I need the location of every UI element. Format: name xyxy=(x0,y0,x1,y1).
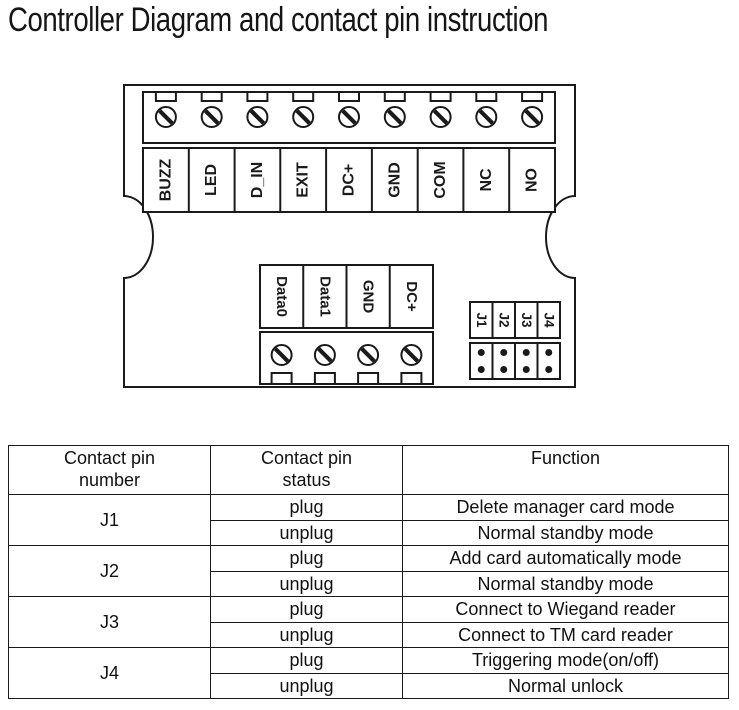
reader-terminal-labels: Data0 Data1 GND DC+ xyxy=(259,264,434,329)
screw-terminal-icons xyxy=(154,106,544,128)
header-pin-status: Contact pin status xyxy=(210,445,403,495)
terminal-label-d-in: D_IN xyxy=(249,162,266,198)
wire-slots xyxy=(154,91,544,102)
pin-cell-j2: J2 xyxy=(8,545,211,597)
table-row: J1 plug Delete manager card mode xyxy=(8,494,729,546)
status-cell: plug xyxy=(210,545,403,572)
function-cell: Normal standby mode xyxy=(402,519,729,546)
top-screw-strip xyxy=(142,91,556,144)
contact-pin-table: Contact pin number Contact pin status Fu… xyxy=(8,445,729,699)
terminal-label-com: COM xyxy=(432,161,449,198)
jumper-label-j3: J3 xyxy=(519,312,534,328)
status-cell: plug xyxy=(210,596,403,623)
terminal-label-buzz: BUZZ xyxy=(157,158,174,201)
jumper-pin-block xyxy=(469,342,561,380)
status-cell: plug xyxy=(210,647,403,674)
terminal-label-dc: DC+ xyxy=(341,164,358,196)
reader-screw-strip xyxy=(259,331,434,385)
function-cell: Triggering mode(on/off) xyxy=(402,647,729,674)
jumper-labels: J1 J2 J3 J4 xyxy=(469,301,561,339)
status-cell: plug xyxy=(210,494,403,521)
table-row: unplug Normal standby mode xyxy=(9,519,729,546)
terminal-label-led: LED xyxy=(203,164,220,196)
function-cell: Connect to TM card reader xyxy=(402,621,729,648)
reader-label-data0: Data0 xyxy=(273,276,290,317)
terminal-label-no: NO xyxy=(524,168,541,192)
table-row: unplug Connect to TM card reader xyxy=(9,621,729,648)
pin-cell-j4: J4 xyxy=(8,647,211,699)
controller-diagram: BUZZ LED D_IN EXIT DC+ GND COM NC NO Dat… xyxy=(123,84,576,388)
header-pin-number: Contact pin number xyxy=(8,445,211,495)
pin-cell-j3: J3 xyxy=(8,596,211,648)
status-cell: unplug xyxy=(210,519,403,546)
jumper-label-j4: J4 xyxy=(541,312,556,328)
table-row: J2 plug Add card automatically mode xyxy=(8,545,729,597)
top-terminal-labels: BUZZ LED D_IN EXIT DC+ GND COM NC NO xyxy=(142,147,556,213)
wire-slots xyxy=(270,372,423,385)
terminal-label-exit: EXIT xyxy=(295,162,312,198)
status-cell: unplug xyxy=(210,570,403,597)
table-row: unplug Normal unlock xyxy=(9,672,729,699)
function-cell: Add card automatically mode xyxy=(402,545,729,572)
reader-label-data1: Data1 xyxy=(316,276,333,317)
header-function: Function xyxy=(402,445,729,495)
table-header-row: Contact pin number Contact pin status Fu… xyxy=(8,445,729,495)
table-row: unplug Normal standby mode xyxy=(9,570,729,597)
function-cell: Delete manager card mode xyxy=(402,494,729,521)
table-row: J3 plug Connect to Wiegand reader xyxy=(8,596,729,648)
status-cell: unplug xyxy=(210,621,403,648)
jumper-label-j2: J2 xyxy=(496,312,511,327)
status-cell: unplug xyxy=(210,672,403,699)
jumper-label-j1: J1 xyxy=(474,312,489,328)
reader-label-gnd: GND xyxy=(360,280,377,314)
page-title: Controller Diagram and contact pin instr… xyxy=(8,1,549,39)
table-row: J4 plug Triggering mode(on/off) xyxy=(8,647,729,699)
reader-label-dc: DC+ xyxy=(403,281,420,312)
function-cell: Normal standby mode xyxy=(402,570,729,597)
terminal-label-nc: NC xyxy=(478,168,495,192)
pin-cell-j1: J1 xyxy=(8,494,211,546)
function-cell: Normal unlock xyxy=(402,672,729,699)
terminal-label-gnd: GND xyxy=(386,162,403,198)
function-cell: Connect to Wiegand reader xyxy=(402,596,729,623)
screw-terminal-icons xyxy=(270,344,423,366)
